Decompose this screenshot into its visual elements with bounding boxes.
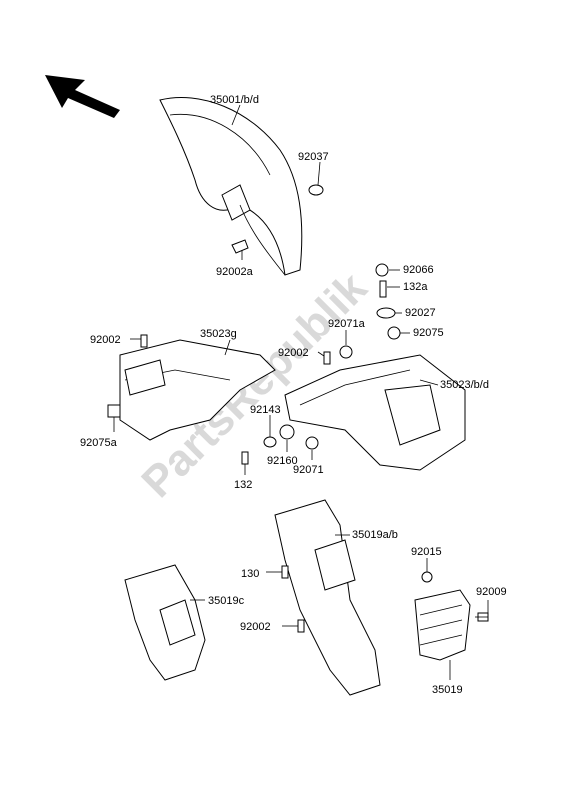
bolt-92002a <box>231 239 249 254</box>
rear-fender <box>284 354 466 471</box>
screw-92002-low <box>297 619 305 633</box>
label-35023g: 35023g <box>200 328 237 340</box>
label-132a: 132a <box>403 281 428 293</box>
label-132: 132 <box>234 479 252 491</box>
label-35019c: 35019c <box>208 595 245 607</box>
label-92027: 92027 <box>405 307 436 319</box>
screw-130 <box>281 565 289 579</box>
label-92009: 92009 <box>476 586 507 598</box>
label-35023-b-d: 35023/b/d <box>440 379 489 391</box>
label-92071: 92071 <box>293 464 324 476</box>
label-92015: 92015 <box>411 546 442 558</box>
front-direction-arrow-icon <box>45 75 120 118</box>
nut-92066 <box>375 263 389 277</box>
bolt-92002-top <box>140 334 148 348</box>
label-35019a-b: 35019a/b <box>352 529 398 541</box>
bolt-132a <box>379 280 387 298</box>
rear-flap-35019c <box>124 564 206 681</box>
label-92002a: 92002a <box>216 266 254 278</box>
label-92075a: 92075a <box>80 437 118 449</box>
leader-lines <box>113 104 489 680</box>
label-92066: 92066 <box>403 264 434 276</box>
label-92002-mid: 92002 <box>278 347 309 359</box>
bolt-132 <box>241 451 249 465</box>
label-92002-top: 92002 <box>90 334 121 346</box>
label-130: 130 <box>241 568 259 580</box>
bolt-92015 <box>421 571 433 583</box>
inner-fender <box>119 339 276 441</box>
grommet-92075 <box>387 326 401 340</box>
collar-92143 <box>263 436 277 448</box>
label-92160: 92160 <box>267 455 298 467</box>
grommet-92071 <box>305 436 319 450</box>
label-35001-b-d: 35001/b/d <box>210 94 259 106</box>
mud-flap-35019 <box>414 589 471 661</box>
label-35019: 35019 <box>432 684 463 696</box>
bolt-92002-mid <box>323 351 331 365</box>
grommet-92071a <box>339 345 353 359</box>
label-92075: 92075 <box>413 327 444 339</box>
label-92037: 92037 <box>298 151 329 163</box>
label-92002-low: 92002 <box>240 621 271 633</box>
clip-92037 <box>308 184 324 196</box>
grommet-92160 <box>279 424 295 440</box>
label-92071a: 92071a <box>328 318 366 330</box>
rear-flap-35019ab <box>274 499 381 696</box>
pad-92075a <box>107 404 121 418</box>
front-fender <box>159 96 303 276</box>
label-92143: 92143 <box>250 404 281 416</box>
washer-92027 <box>376 307 396 319</box>
